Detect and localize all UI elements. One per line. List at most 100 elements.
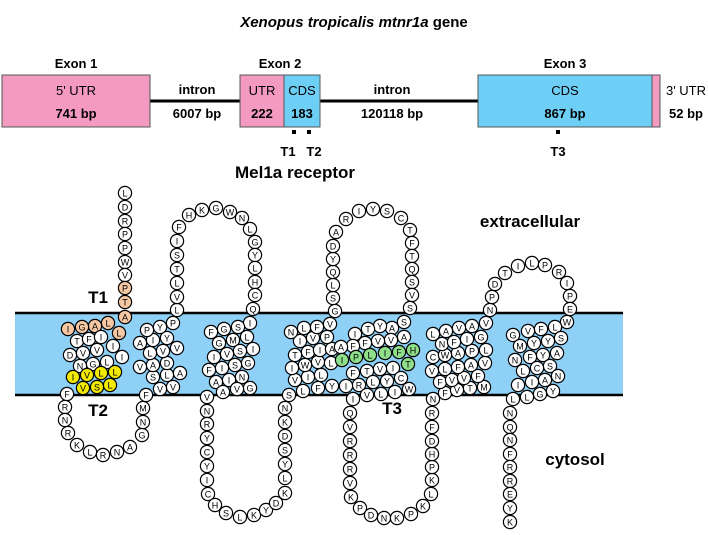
residue-circle	[208, 200, 224, 216]
residue-circle	[199, 472, 215, 488]
residue-letter: F	[305, 348, 311, 358]
residue-letter: F	[455, 363, 461, 373]
residue-letter: N	[555, 372, 562, 382]
residue-letter: D	[122, 203, 129, 213]
residue-letter: N	[282, 404, 289, 414]
residue-letter: F	[315, 384, 321, 394]
exon-2-utr-label: UTR	[249, 83, 276, 98]
residue-letter: I	[299, 337, 302, 347]
residue-letter: A	[469, 322, 475, 332]
residue-letter: R	[347, 465, 354, 475]
residue-letter: P	[469, 347, 475, 357]
residue-circle	[229, 381, 245, 397]
residue-circle	[277, 456, 293, 472]
residue-circle	[379, 203, 395, 219]
intron-1-label: intron	[179, 82, 216, 97]
residue-circle	[155, 343, 171, 359]
residue-circle	[352, 500, 368, 516]
residue-letter: L	[430, 330, 435, 340]
residue-letter: I	[354, 330, 357, 340]
residue-letter: R	[65, 429, 72, 439]
residue-letter: N	[430, 395, 437, 405]
residue-letter: F	[206, 366, 212, 376]
residue-circle	[338, 211, 354, 227]
residue-circle	[359, 387, 375, 403]
residue-circle	[502, 405, 518, 421]
residue-letter: V	[525, 327, 531, 337]
residue-letter: I	[352, 395, 355, 405]
residue-letter: L	[442, 365, 447, 375]
residue-letter: Y	[263, 506, 269, 516]
gene-title-plain: gene	[429, 14, 468, 31]
residue-circle	[401, 381, 417, 397]
residue-circle	[277, 485, 293, 501]
residue-letter: L	[520, 367, 525, 377]
residue-letter: F	[396, 348, 402, 358]
residue-circle	[348, 349, 364, 365]
extracellular-label: extracellular	[480, 212, 581, 231]
residue-circle	[522, 349, 538, 365]
residue-circle	[117, 185, 133, 201]
residue-letter: P	[144, 326, 150, 336]
residue-letter: L	[244, 333, 249, 343]
residue-circle	[424, 433, 440, 449]
intron-1-size: 6007 bp	[173, 106, 221, 121]
residue-circle	[201, 362, 217, 378]
residue-letter: A	[338, 343, 344, 353]
residue-letter: T	[467, 384, 473, 394]
residue-letter: Q	[249, 305, 256, 315]
residue-letter: D	[67, 351, 74, 361]
residue-letter: I	[345, 382, 348, 392]
residue-circle	[365, 201, 381, 217]
residue-letter: F	[442, 389, 448, 399]
residue-letter: L	[282, 474, 287, 484]
residue-circle	[74, 319, 90, 335]
residue-letter: N	[507, 436, 514, 446]
residue-letter: A	[389, 324, 395, 334]
gene-title-italic: Xenopus tropicalis mtnr1a	[239, 14, 428, 31]
residue-letter: T	[174, 265, 180, 275]
residue-letter: A	[542, 376, 548, 386]
residue-letter: P	[353, 353, 359, 363]
residue-letter: V	[364, 391, 370, 401]
residue-letter: H	[410, 346, 417, 356]
residue-letter: A	[177, 369, 183, 379]
residue-circle	[502, 514, 518, 530]
residue-circle	[258, 502, 274, 518]
residue-letter: Y	[204, 462, 210, 472]
residue-letter: Y	[164, 334, 170, 344]
residue-letter: I	[152, 336, 155, 346]
residue-letter: Y	[507, 504, 513, 514]
residue-letter: G	[212, 204, 219, 214]
residue-letter: F	[350, 342, 356, 352]
residue-letter: C	[534, 364, 541, 374]
residue-circle	[505, 391, 521, 407]
residue-letter: Y	[330, 255, 336, 265]
residue-letter: L	[164, 371, 169, 381]
residue-letter: F	[176, 223, 182, 233]
residue-circle	[245, 301, 261, 317]
residue-letter: Y	[540, 351, 546, 361]
residue-letter: Y	[157, 323, 163, 333]
residue-letter: I	[517, 381, 520, 391]
residue-letter: F	[437, 378, 443, 388]
residue-circle	[117, 199, 133, 215]
residue-circle	[295, 383, 311, 399]
residue-letter: A	[137, 339, 143, 349]
marker-t2	[307, 130, 311, 134]
residue-circle	[277, 442, 293, 458]
residue-circle	[345, 391, 361, 407]
receptor-title: Mel1a receptor	[235, 163, 355, 182]
residue-letter: V	[461, 374, 467, 384]
residue-letter: G	[246, 384, 253, 394]
residue-letter: N	[114, 448, 121, 458]
residue-letter: N	[507, 409, 514, 419]
residue-circle	[199, 458, 215, 474]
residue-circle	[277, 470, 293, 486]
